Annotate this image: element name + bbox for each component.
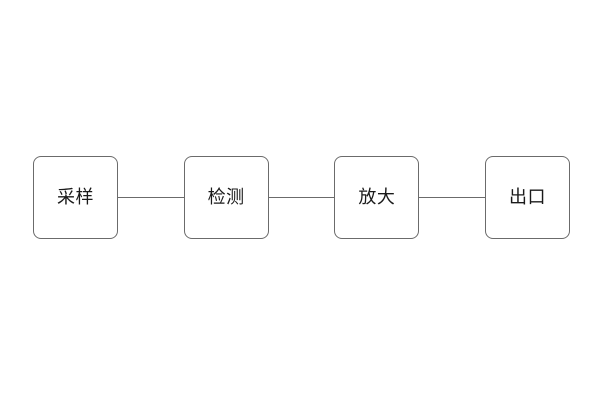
flow-connector-sampling-detection [117, 197, 185, 198]
flow-node-label: 出口 [509, 186, 547, 208]
flow-node-label: 检测 [207, 186, 245, 208]
flow-node-label: 采样 [57, 186, 94, 208]
flow-connector-detection-amplify [268, 197, 335, 198]
flow-node-label: 放大 [358, 186, 396, 208]
flow-chain: 采样 检测 放大 出口 [33, 156, 571, 239]
flow-node-sampling[interactable]: 采样 [33, 156, 118, 239]
flow-node-amplify[interactable]: 放大 [334, 156, 420, 239]
flow-node-outlet[interactable]: 出口 [485, 156, 571, 239]
flow-node-detection[interactable]: 检测 [183, 156, 269, 239]
flow-connector-amplify-outlet [418, 197, 486, 198]
